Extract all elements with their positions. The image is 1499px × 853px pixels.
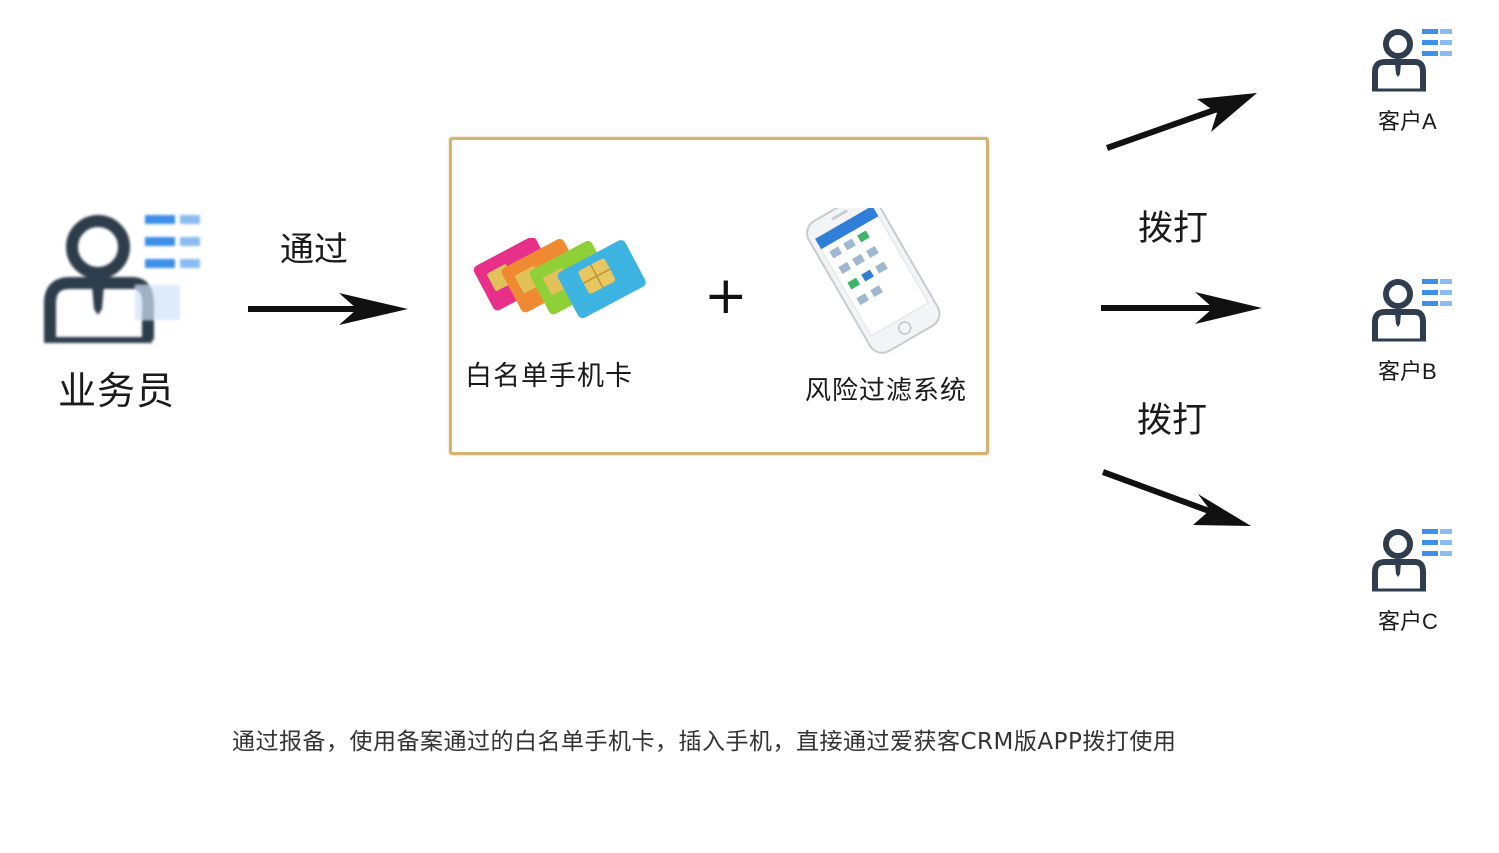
sim-card-label: 白名单手机卡 bbox=[465, 361, 633, 392]
via-label: 通过 bbox=[280, 230, 348, 270]
arrow-to-customer-b bbox=[1101, 292, 1262, 324]
dial-label-top: 拨打 bbox=[1138, 209, 1209, 249]
customer-b-icon bbox=[1372, 279, 1452, 342]
smartphone-icon bbox=[806, 208, 941, 354]
sim-cards-icon bbox=[473, 238, 646, 319]
salesperson-label: 业务员 bbox=[58, 369, 176, 413]
arrow-to-customer-a bbox=[1106, 93, 1257, 151]
arrow-to-customer-c bbox=[1101, 469, 1251, 526]
customer-b-label: 客户B bbox=[1378, 359, 1437, 384]
customer-c-label: 客户C bbox=[1378, 609, 1438, 634]
risk-filter-label: 风险过滤系统 bbox=[805, 376, 968, 406]
plus-sign: + bbox=[704, 266, 748, 326]
dial-arrows bbox=[1101, 93, 1262, 526]
customer-a-label: 客户A bbox=[1378, 109, 1437, 134]
customer-c-icon bbox=[1372, 529, 1452, 592]
whitelist-system-box bbox=[449, 137, 989, 455]
salesperson-icon bbox=[44, 215, 200, 343]
customer-a-icon bbox=[1372, 29, 1452, 92]
caption-text: 通过报备，使用备案通过的白名单手机卡，插入手机，直接通过爱获客CRM版APP拨打… bbox=[232, 729, 1177, 755]
dial-label-bottom: 拨打 bbox=[1137, 401, 1208, 441]
flow-arrow-icon bbox=[248, 293, 408, 325]
